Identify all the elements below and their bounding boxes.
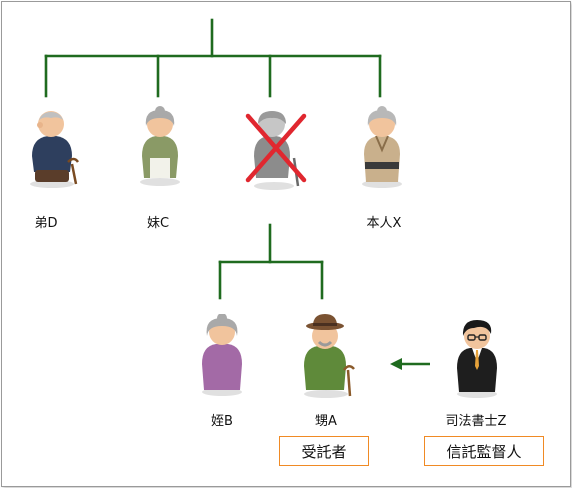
elderly-woman-purple-icon xyxy=(202,313,242,396)
judicial-scrivener-z-label: 司法書士Z xyxy=(445,414,507,429)
trust-supervisor-role-box: 信託監督人 xyxy=(424,436,544,466)
principal-x xyxy=(356,106,408,193)
deceased-sibling xyxy=(244,106,310,197)
trustee-role-box: 受託者 xyxy=(279,436,369,466)
deceased-elderly-person-crossed-icon xyxy=(245,111,307,190)
businessman-glasses-icon xyxy=(457,320,497,398)
deceased-cross-mark xyxy=(245,113,307,183)
elderly-man-hat-cane-icon xyxy=(304,314,355,398)
elderly-man-with-cane-icon xyxy=(30,111,80,188)
trust-supervisor-role-label: 信託監督人 xyxy=(446,442,522,461)
nephew-a-label: 甥A xyxy=(315,414,337,429)
supervision-arrow xyxy=(390,358,430,370)
younger-sister-c-label: 妹C xyxy=(146,216,170,231)
niece-b-label: 姪B xyxy=(211,414,233,429)
judicial-scrivener-z xyxy=(452,316,502,403)
nephew-a xyxy=(298,314,362,405)
younger-brother-d xyxy=(22,106,82,193)
younger-brother-d-label: 弟D xyxy=(34,216,58,231)
niece-b xyxy=(196,313,248,401)
elderly-woman-kimono-icon xyxy=(362,106,402,188)
elderly-woman-with-apron-icon xyxy=(140,106,180,186)
trustee-role-label: 受託者 xyxy=(301,442,347,461)
principal-x-label: 本人X xyxy=(366,216,402,231)
younger-sister-c xyxy=(134,106,186,191)
